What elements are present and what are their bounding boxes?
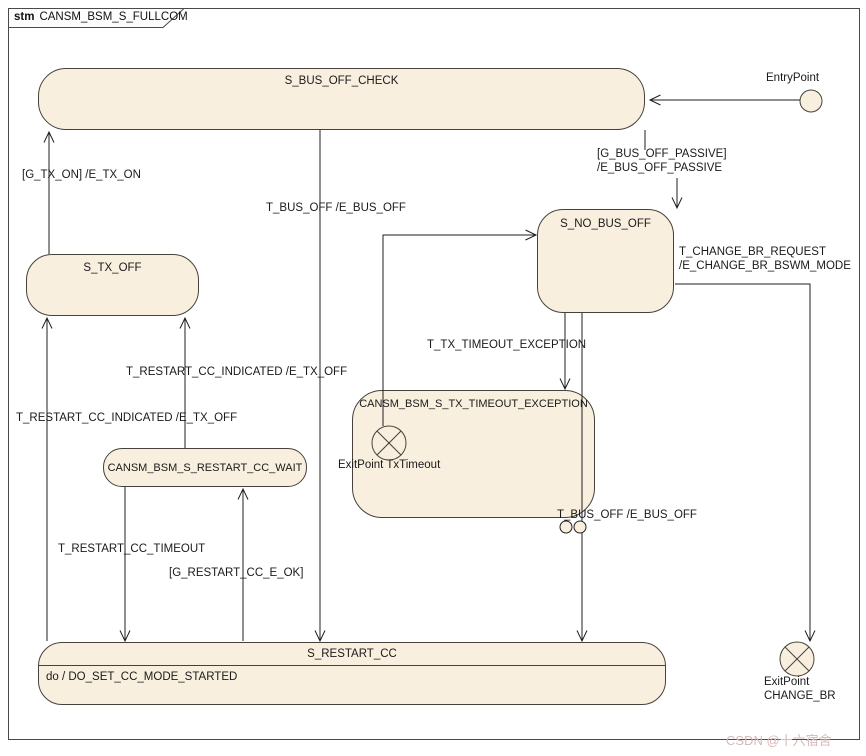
exit-point-change-br-icon xyxy=(779,641,815,677)
state-s-no-bus-off: S_NO_BUS_OFF xyxy=(537,209,674,313)
diagram-name: CANSM_BSM_S_FULLCOM xyxy=(39,11,188,23)
exit-point-change-br-label: ExitPoint CHANGE_BR xyxy=(764,675,836,703)
exit-point-change-br-line2: CHANGE_BR xyxy=(764,690,836,702)
exit-point-change-br-line1: ExitPoint xyxy=(764,676,810,688)
transition-label-g-tx-on: [G_TX_ON] /E_TX_ON xyxy=(22,169,141,181)
transition-no-bus-off-to-exit-change-br xyxy=(675,283,816,643)
transition-label-t-restart-cc-indicated-lower: T_RESTART_CC_INDICATED /E_TX_OFF xyxy=(16,412,238,424)
state-s-restart-cc: S_RESTART_CC do / DO_SET_CC_MODE_STARTED xyxy=(38,642,666,705)
g-bus-off-passive-line1: [G_BUS_OFF_PASSIVE] xyxy=(597,148,727,160)
transition-label-t-bus-off-exit: T_BUS_OFF /E_BUS_OFF xyxy=(557,509,697,521)
transition-label-t-change-br: T_CHANGE_BR_REQUEST /E_CHANGE_BR_BSWM_MO… xyxy=(679,245,851,273)
entry-point-icon xyxy=(799,89,823,113)
state-label: S_NO_BUS_OFF xyxy=(560,218,651,230)
state-label: S_RESTART_CC xyxy=(39,643,665,666)
csdn-watermark: CSDN @十六宿舍 xyxy=(726,733,832,748)
g-bus-off-passive-line2: /E_BUS_OFF_PASSIVE xyxy=(597,162,723,174)
t-change-br-line2: /E_CHANGE_BR_BSWM_MODE xyxy=(679,260,851,272)
state-s-bus-off-check: S_BUS_OFF_CHECK xyxy=(38,68,645,130)
state-cansm-bsm-s-restart-cc-wait: CANSM_BSM_S_RESTART_CC_WAIT xyxy=(103,448,307,487)
state-s-tx-off: S_TX_OFF xyxy=(26,254,199,316)
state-do-activity: do / DO_SET_CC_MODE_STARTED xyxy=(46,671,238,683)
diagram-type-keyword: stm xyxy=(14,11,35,23)
transition-label-t-bus-off: T_BUS_OFF /E_BUS_OFF xyxy=(266,202,406,214)
state-cansm-bsm-s-tx-timeout-exception: CANSM_BSM_S_TX_TIMEOUT_EXCEPTION xyxy=(352,390,595,518)
transition-label-t-restart-cc-timeout: T_RESTART_CC_TIMEOUT xyxy=(58,543,206,555)
state-label: CANSM_BSM_S_TX_TIMEOUT_EXCEPTION xyxy=(359,398,588,410)
transition-label-t-tx-timeout-exception: T_TX_TIMEOUT_EXCEPTION xyxy=(427,339,587,351)
diagram-title: stm CANSM_BSM_S_FULLCOM xyxy=(14,11,188,23)
transition-label-g-restart-cc-e-ok: [G_RESTART_CC_E_OK] xyxy=(169,567,304,579)
exit-junction-icon xyxy=(559,520,587,534)
t-change-br-line1: T_CHANGE_BR_REQUEST xyxy=(679,246,826,258)
state-label: CANSM_BSM_S_RESTART_CC_WAIT xyxy=(107,461,303,474)
transition-label-t-restart-cc-indicated-upper: T_RESTART_CC_INDICATED /E_TX_OFF xyxy=(126,366,348,378)
entry-point-label: EntryPoint xyxy=(766,72,820,84)
transition-label-g-bus-off-passive: [G_BUS_OFF_PASSIVE] /E_BUS_OFF_PASSIVE xyxy=(597,147,727,175)
state-label: S_BUS_OFF_CHECK xyxy=(284,75,399,87)
exit-point-txtimeout-label: ExitPoint TxTimeout xyxy=(338,459,441,471)
state-label: S_TX_OFF xyxy=(83,262,142,274)
